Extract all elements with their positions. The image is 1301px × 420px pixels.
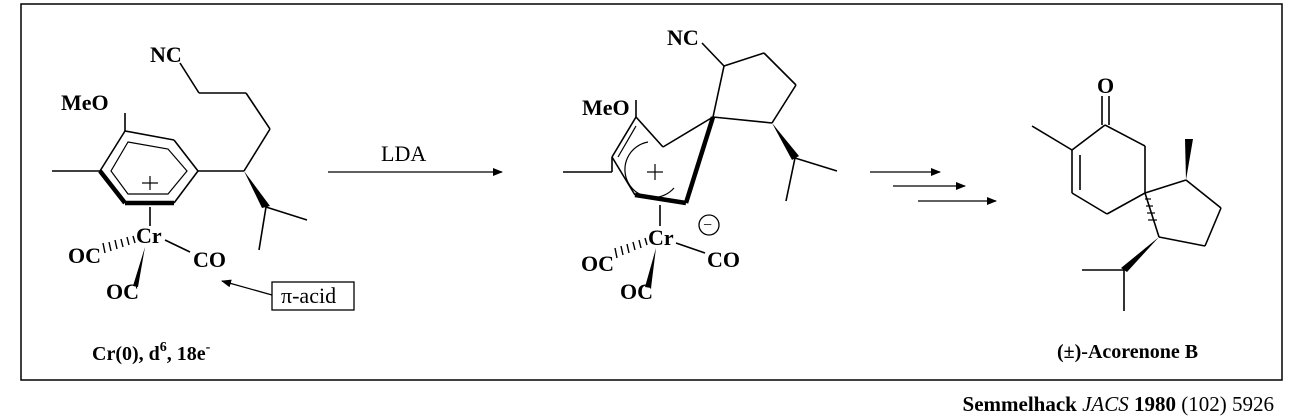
start-carbonyl-label-left: OC: [68, 243, 101, 268]
start-methoxy-label: MeO: [61, 90, 109, 115]
anionic-intermediate: [563, 42, 838, 288]
multistep-arrows: [870, 168, 997, 205]
pi-acid-annotation-box: [271, 281, 355, 311]
product-oxygen-label: O: [1097, 73, 1114, 98]
scheme-frame: [20, 3, 1283, 381]
start-chromium-label: Cr: [136, 223, 162, 248]
starting-material-complex: [52, 62, 355, 311]
start-caption: Cr(0), d6, 18e-: [92, 340, 211, 365]
pi-acid-label: π-acid: [281, 283, 336, 308]
literature-citation: Semmelhack JACS 1980 (102) 5926: [963, 392, 1274, 416]
start-nitrile-label: NC: [150, 42, 182, 67]
start-carbonyl-label-bottom: OC: [106, 279, 139, 304]
reagent-label: LDA: [381, 141, 426, 166]
intermediate-carbonyl-label-bottom: OC: [620, 279, 653, 304]
intermediate-nitrile-label: NC: [667, 25, 699, 50]
start-carbonyl-label-right: CO: [193, 247, 226, 272]
intermediate-carbonyl-label-left: OC: [581, 251, 614, 276]
negative-charge-circle: [698, 214, 720, 236]
negative-charge-symbol: −: [703, 217, 712, 234]
product-name: (±)-Acorenone B: [1057, 341, 1198, 363]
acorenone-b-structure: [1031, 96, 1222, 311]
intermediate-chromium-label: Cr: [648, 225, 674, 250]
intermediate-methoxy-label: MeO: [582, 95, 630, 120]
intermediate-carbonyl-label-right: CO: [707, 247, 740, 272]
